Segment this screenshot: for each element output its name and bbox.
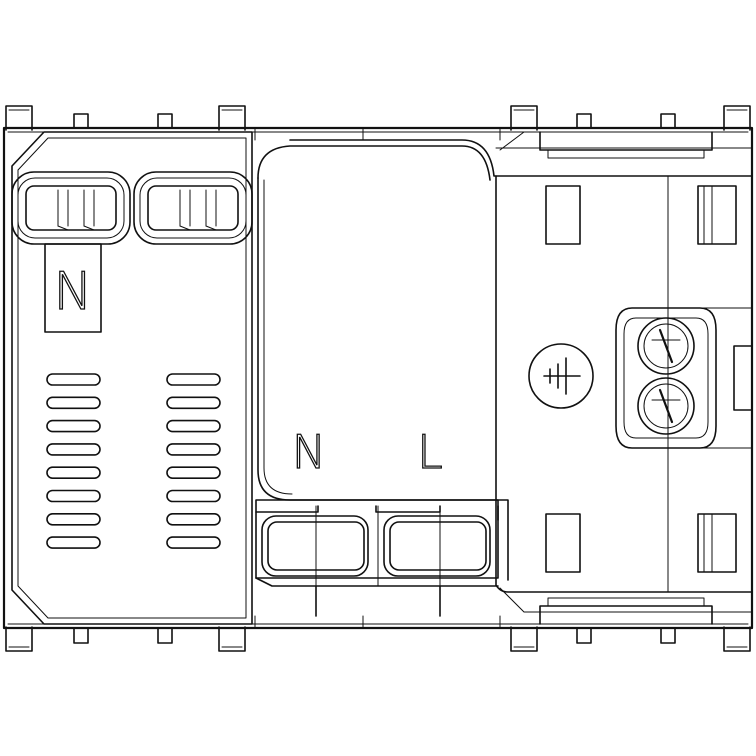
vent-slot: [47, 491, 100, 502]
bottom-mounting-lugs: [6, 627, 750, 651]
earth-ground-icon: [529, 344, 593, 408]
vent-slot: [167, 491, 220, 502]
neutral-terminal-label: N: [292, 425, 326, 479]
push-wire-terminal-1: [12, 172, 130, 244]
vent-slot: [47, 467, 100, 478]
vent-slot: [47, 537, 100, 548]
vent-slot: [167, 444, 220, 455]
latch-rails: [540, 132, 712, 624]
vent-slot: [47, 514, 100, 525]
vent-slot: [167, 514, 220, 525]
vent-slot: [47, 374, 100, 385]
push-wire-terminal-2: [134, 172, 252, 244]
left-housing: [12, 132, 252, 624]
bottom-terminal-block: [256, 500, 498, 616]
vent-slot: [167, 374, 220, 385]
neutral-label-top: N: [54, 262, 93, 322]
earth-screw-terminals: [616, 308, 716, 448]
top-mounting-lugs: [6, 106, 750, 130]
vent-slot: [47, 444, 100, 455]
vent-slot: [167, 421, 220, 432]
vent-slot: [47, 397, 100, 408]
ventilation-slots: [47, 374, 220, 548]
vent-slot: [167, 397, 220, 408]
vent-slot: [167, 537, 220, 548]
vent-slot: [47, 421, 100, 432]
neutral-label-plate: N: [45, 244, 101, 332]
vent-slot: [167, 467, 220, 478]
center-cover: [258, 140, 752, 580]
line-terminal-label: L: [417, 425, 443, 479]
